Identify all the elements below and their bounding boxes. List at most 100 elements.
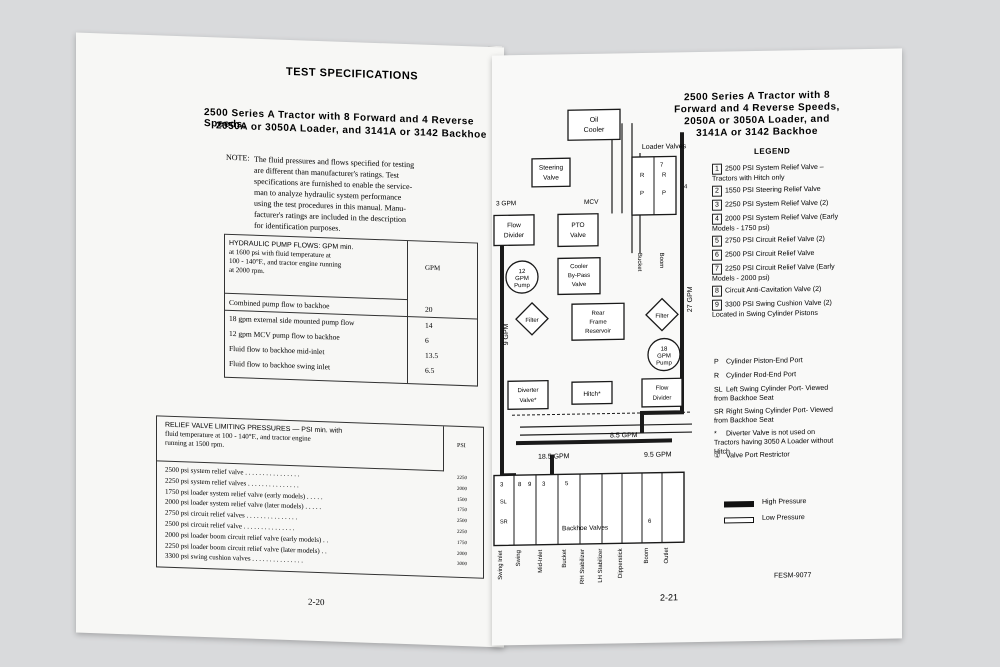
- bottom-port-label: Swing: [516, 550, 522, 566]
- pump-row-label: Fluid flow to backhoe mid-inlet: [229, 344, 324, 356]
- flow-divider-label: Divider: [504, 232, 525, 239]
- gpm95-label: 9.5 GPM: [644, 451, 672, 458]
- relief-row-value: 2250: [457, 530, 467, 535]
- relief-valve-table: RELIEF VALVE LIMITING PRESSURES — PSI mi…: [156, 415, 484, 578]
- legend-text: 2500 PSI Circuit Relief Valve: [725, 250, 814, 259]
- legend-number: 6: [712, 250, 722, 261]
- pump-row-label: 18 gpm external side mounted pump flow: [229, 314, 354, 327]
- cooler-bypass-label: Cooler: [570, 264, 588, 270]
- legend-item: 32250 PSI System Relief Valve (2): [712, 197, 842, 210]
- oil-cooler-label: Cooler: [584, 127, 605, 134]
- bottom-port-label: Dipperstick: [618, 547, 624, 578]
- relief-row-value: 1750: [457, 541, 467, 546]
- relief-row-value: 2500: [457, 519, 467, 524]
- relief-row-value: 1750: [457, 508, 467, 513]
- right-page: 2500 Series A Tractor with 8 Forward and…: [492, 48, 902, 645]
- legend-number: 7: [712, 264, 722, 275]
- legend-key: P: [714, 357, 726, 366]
- pump-row-label: 12 gpm MCV pump flow to backhoe: [229, 329, 340, 342]
- diverter-label: Diverter: [517, 388, 538, 394]
- gpm85-label: 8.5 GPM: [610, 432, 638, 439]
- relief-row-value: 2250: [457, 476, 467, 481]
- return-lines-2: [520, 424, 692, 435]
- legend-text: 2000 PSI System Relief Valve (Early Mode…: [712, 214, 838, 233]
- pto-label: Valve: [570, 232, 586, 239]
- hitch-label: Hitch*: [583, 391, 601, 398]
- legend-extra-text: Valve Port Restrictor: [726, 451, 790, 459]
- diverter-box: [508, 381, 548, 410]
- pto-valve-box: [558, 214, 598, 247]
- gpm185-label: 18.5 GPM: [538, 453, 570, 461]
- left-page: TEST SPECIFICATIONS 2500 Series A Tracto…: [76, 33, 504, 648]
- port-p: P: [662, 191, 666, 197]
- loader-valves-label: Loader Valves: [642, 143, 687, 151]
- flow-divider-label: Flow: [507, 222, 521, 229]
- section-title: TEST SPECIFICATIONS: [286, 66, 418, 83]
- pump-row-label: Fluid flow to backhoe swing inlet: [229, 359, 330, 372]
- legend-text: 1550 PSI Steering Relief Valve: [725, 186, 821, 195]
- relief-row-value: 1500: [457, 497, 467, 502]
- legend-number: 1: [712, 164, 722, 175]
- port-r: R: [640, 173, 645, 179]
- flow-divider2-box: [642, 378, 682, 407]
- legend-text: 2750 PSI Circuit Relief Valve (2): [725, 236, 825, 245]
- page-number-left: 2-20: [308, 597, 325, 608]
- pump-18-label: GPM: [657, 353, 671, 359]
- pump-table-header: HYDRAULIC PUMP FLOWS: GPM min. at 1600 p…: [225, 235, 408, 300]
- low-pressure-swatch: [724, 517, 754, 524]
- oil-cooler-label: Oil: [590, 117, 599, 124]
- bucket-label: Bucket: [636, 253, 642, 272]
- flow-divider2-label: Divider: [653, 395, 672, 401]
- port-r: R: [662, 173, 667, 179]
- flow-divider2-label: Flow: [656, 385, 669, 391]
- legend-text: 2250 PSI Circuit Relief Valve (Early Mod…: [712, 264, 835, 283]
- gpm27-label: 27 GPM: [687, 286, 694, 312]
- relief-row-value: 2000: [457, 551, 467, 556]
- high-pressure-label: High Pressure: [762, 498, 806, 506]
- legend-key: R: [714, 371, 726, 380]
- legend-number: 2: [712, 186, 722, 197]
- hydraulic-diagram: Oil Cooler Loader Valves R P R P 7 4 Buc…: [492, 52, 712, 596]
- legend-key: SR: [714, 407, 726, 416]
- pump-row-value: 6: [425, 336, 429, 345]
- bottom-port-label: Swing Inlet: [498, 550, 504, 580]
- reservoir-label: Reservoir: [585, 329, 611, 335]
- relief-unit: PSI: [457, 443, 466, 449]
- legend-number: 3: [712, 200, 722, 211]
- backhoe-valves-label: Backhoe Valves: [562, 525, 609, 533]
- boom-label: Boom: [658, 253, 664, 269]
- legend-extra-text: Cylinder Piston-End Port: [726, 357, 803, 365]
- steering-valve-box: [532, 158, 570, 187]
- legend-number: 9: [712, 300, 722, 311]
- pressure-line-mid: [516, 440, 672, 443]
- pump-12-label: GPM: [515, 276, 529, 282]
- note-text: The fluid pressures and flows specified …: [254, 154, 494, 239]
- pto-label: PTO: [571, 222, 584, 229]
- backhoe-valve-bank: [494, 472, 684, 545]
- relief-table-body: 2500 psi system relief valve . . . . . .…: [157, 464, 483, 573]
- pump-row-value: 13.5: [425, 351, 438, 360]
- bottom-port-label: RH Stabilizer: [580, 549, 586, 584]
- bottom-port-label: Outlet: [664, 547, 670, 563]
- steering-label: Steering: [539, 164, 564, 171]
- legend-number: 4: [712, 214, 722, 225]
- pump-18-label: 18: [661, 347, 668, 353]
- diverter-label: Valve*: [520, 398, 538, 404]
- legend-number: 5: [712, 236, 722, 247]
- legend-text: 2250 PSI System Relief Valve (2): [725, 200, 828, 209]
- figure-id: FESM-9077: [774, 572, 811, 580]
